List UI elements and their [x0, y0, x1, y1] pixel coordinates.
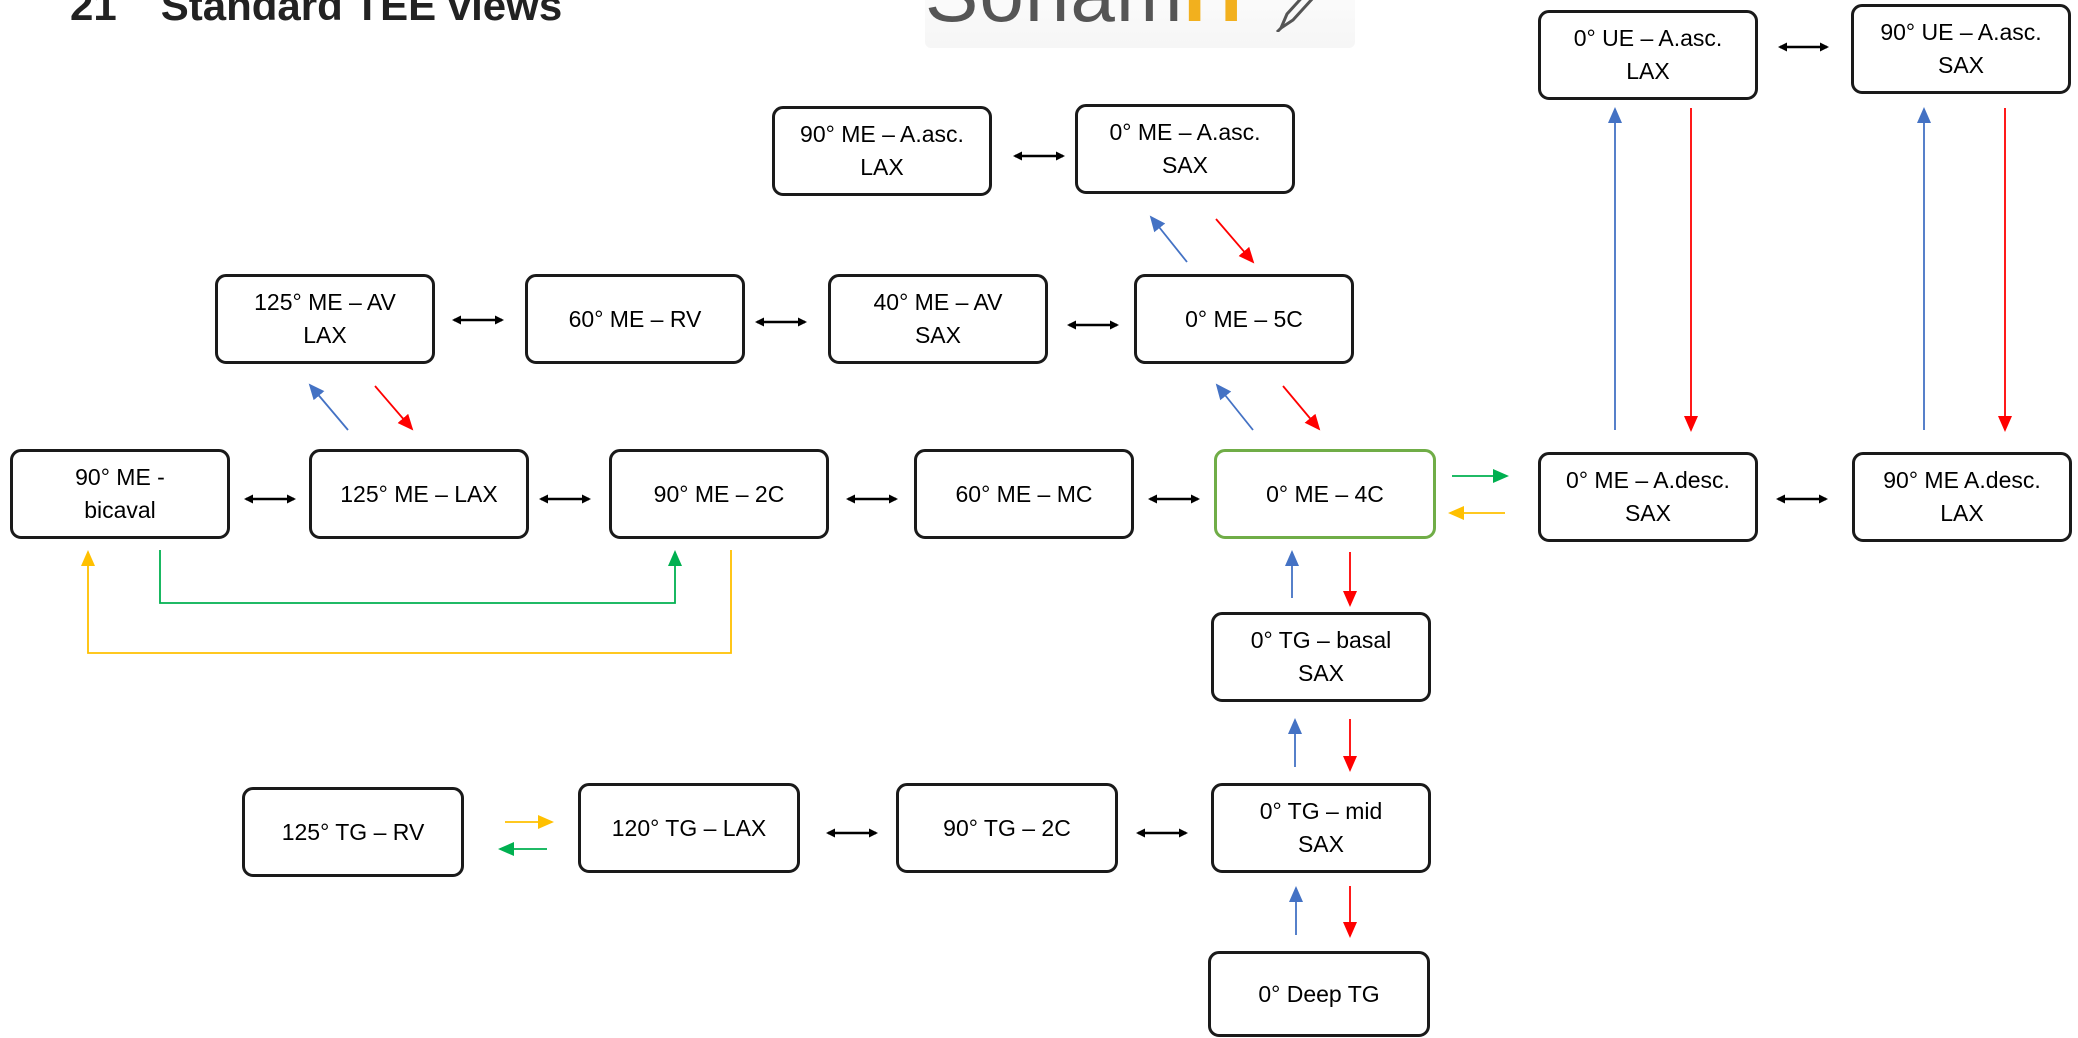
- red-arrow: [374, 385, 414, 431]
- blue-arrow: [1149, 215, 1188, 263]
- green-arrow: [159, 550, 682, 604]
- view-me-bicaval: 90° ME - bicaval: [10, 449, 230, 539]
- logo-text-main: Sonam: [925, 0, 1183, 38]
- pen-icon: [1275, 0, 1314, 32]
- view-deep-tg: 0° Deep TG: [1208, 951, 1430, 1037]
- view-tg-rv: 125° TG – RV: [242, 787, 464, 877]
- view-me-rv: 60° ME – RV: [525, 274, 745, 364]
- view-tg-basal: 0° TG – basal SAX: [1211, 612, 1431, 702]
- red-arrow: [1282, 385, 1321, 431]
- view-tg-2c: 90° TG – 2C: [896, 783, 1118, 873]
- view-me-mc: 60° ME – MC: [914, 449, 1134, 539]
- view-me-av-lax: 125° ME – AV LAX: [215, 274, 435, 364]
- view-me-lax: 125° ME – LAX: [309, 449, 529, 539]
- logo-text-accent: IT: [1183, 0, 1256, 38]
- view-tg-lax: 120° TG – LAX: [578, 783, 800, 873]
- view-me-aasc-lax: 90° ME – A.asc. LAX: [772, 106, 992, 196]
- view-ue-aasc-lax: 0° UE – A.asc. LAX: [1538, 10, 1758, 100]
- view-me-2c: 90° ME – 2C: [609, 449, 829, 539]
- view-me-adesc-sax: 0° ME – A.desc. SAX: [1538, 452, 1758, 542]
- view-me-adesc-lax: 90° ME A.desc. LAX: [1852, 452, 2072, 542]
- red-arrow: [1215, 218, 1255, 264]
- view-ue-aasc-sax: 90° UE – A.asc. SAX: [1851, 4, 2071, 94]
- blue-arrow: [1215, 383, 1254, 431]
- blue-arrow: [308, 383, 349, 431]
- logo: SonamIT: [925, 0, 1355, 48]
- yellow-arrow: [81, 550, 732, 654]
- view-me-aasc-sax: 0° ME – A.asc. SAX: [1075, 104, 1295, 194]
- view-me-4c: 0° ME – 4C: [1214, 449, 1436, 539]
- view-tg-mid: 0° TG – mid SAX: [1211, 783, 1431, 873]
- section-number: 21: [70, 0, 117, 29]
- section-title: Standard TEE views: [160, 0, 563, 29]
- view-me-av-sax: 40° ME – AV SAX: [828, 274, 1048, 364]
- view-me-5c: 0° ME – 5C: [1134, 274, 1354, 364]
- page-title: 21 Standard TEE views: [70, 0, 562, 30]
- logo-text: SonamIT: [925, 0, 1257, 40]
